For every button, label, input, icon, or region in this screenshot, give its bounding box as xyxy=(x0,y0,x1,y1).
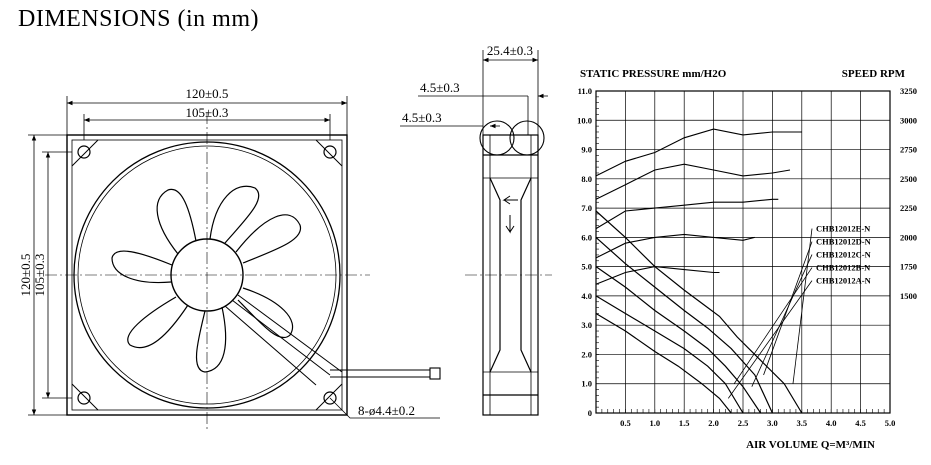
performance-chart: 0.5 1.0 1.5 2.0 2.5 3.0 3.5 4.0 4.5 5.0 0 1.0 2.0 3.0… xyxy=(577,68,917,451)
x-tick-label: 1.5 xyxy=(679,418,690,428)
y-tick-label: 4.0 xyxy=(581,291,592,301)
side-detail-circle-left xyxy=(479,120,515,156)
y-tick-label: 1.0 xyxy=(581,379,592,389)
rpm-tick-label: 3000 xyxy=(900,115,917,125)
leader-line xyxy=(792,228,813,384)
pq-curve-CHB12012D-N xyxy=(595,236,773,414)
x-tick-label: 5.0 xyxy=(885,418,896,428)
x-tick-label: 3.5 xyxy=(796,418,807,428)
y-tick-label: 2.0 xyxy=(581,349,592,359)
y-tick-label: 7.0 xyxy=(581,203,592,213)
rpm-tick-label: 2250 xyxy=(900,203,917,213)
series-label: CHB12012B-N xyxy=(816,263,871,273)
speed-curve-CHB12012A-N xyxy=(595,266,720,285)
chart-title: STATIC PRESSURE mm/H2O xyxy=(580,68,727,80)
holes-label: 8-ø4.4±0.2 xyxy=(358,403,415,418)
hole-width-label: 105±0.3 xyxy=(186,105,229,120)
series-label: CHB12012D-N xyxy=(816,237,872,247)
y-tick-label: 3.0 xyxy=(581,320,592,330)
pq-curve-CHB12012C-N xyxy=(595,266,762,414)
x-tick-label: 2.5 xyxy=(738,418,749,428)
y-tick-label: 6.0 xyxy=(581,232,592,242)
x-tick-label: 1.0 xyxy=(649,418,660,428)
x-tick-label: 3.0 xyxy=(767,418,778,428)
speed-curve-CHB12012D-N xyxy=(595,163,791,200)
rpm-tick-label: 2000 xyxy=(900,232,917,242)
pq-curve-CHB12012A-N xyxy=(595,312,732,414)
speed-axis-title: SPEED RPM xyxy=(842,68,906,80)
outer-width-label: 120±0.5 xyxy=(186,86,229,101)
page-heading: DIMENSIONS (in mm) xyxy=(18,6,259,32)
side-detail-circle-right xyxy=(509,120,545,156)
rotation-arrow-icon xyxy=(505,215,515,234)
rpm-tick-label: 2500 xyxy=(900,174,917,184)
pq-curve-CHB12012B-N xyxy=(595,295,744,414)
hole-height-label: 105±0.3 xyxy=(32,254,47,297)
mounting-holes xyxy=(77,145,337,405)
leader-line xyxy=(751,254,813,387)
leader-line xyxy=(727,280,813,399)
flange-left-label: 4.5±0.3 xyxy=(402,110,442,125)
airflow-arrow-icon xyxy=(502,195,518,205)
fan-side-view xyxy=(479,120,545,416)
fan-blades xyxy=(111,185,302,373)
x-tick-label: 0.5 xyxy=(620,418,631,428)
y-tick-label: 9.0 xyxy=(581,145,592,155)
pq-curve-CHB12012E-N xyxy=(595,210,803,414)
side-dimension-lines xyxy=(400,50,548,135)
speed-curve-CHB12012B-N xyxy=(595,233,755,259)
x-tick-label: 4.0 xyxy=(826,418,837,428)
rpm-tick-label: 2750 xyxy=(900,145,917,155)
rpm-tick-label: 1750 xyxy=(900,262,917,272)
y-tick-label: 10.0 xyxy=(577,115,592,125)
y-tick-label: 0 xyxy=(588,408,592,418)
x-axis-title: AIR VOLUME Q=M³/MIN xyxy=(746,439,875,451)
y-tick-label: 8.0 xyxy=(581,174,592,184)
rpm-tick-label: 1500 xyxy=(900,291,917,301)
outer-height-label: 120±0.5 xyxy=(18,254,33,297)
x-tick-label: 2.0 xyxy=(708,418,719,428)
y-tick-label: 11.0 xyxy=(578,86,592,96)
leader-line xyxy=(733,267,813,384)
speed-curve-CHB12012E-N xyxy=(595,128,802,177)
series-label: CHB12012A-N xyxy=(816,276,872,286)
depth-label: 25.4±0.3 xyxy=(487,43,533,58)
front-dimension-lines xyxy=(28,96,440,419)
flange-top-label: 4.5±0.3 xyxy=(420,80,460,95)
speed-curve-CHB12012C-N xyxy=(595,198,779,230)
front-centerlines xyxy=(45,112,370,430)
y-tick-label: 5.0 xyxy=(581,262,592,272)
x-tick-label: 4.5 xyxy=(855,418,866,428)
series-label: CHB12012C-N xyxy=(816,250,872,260)
series-label: CHB12012E-N xyxy=(816,224,871,234)
rpm-tick-label: 3250 xyxy=(900,86,917,96)
